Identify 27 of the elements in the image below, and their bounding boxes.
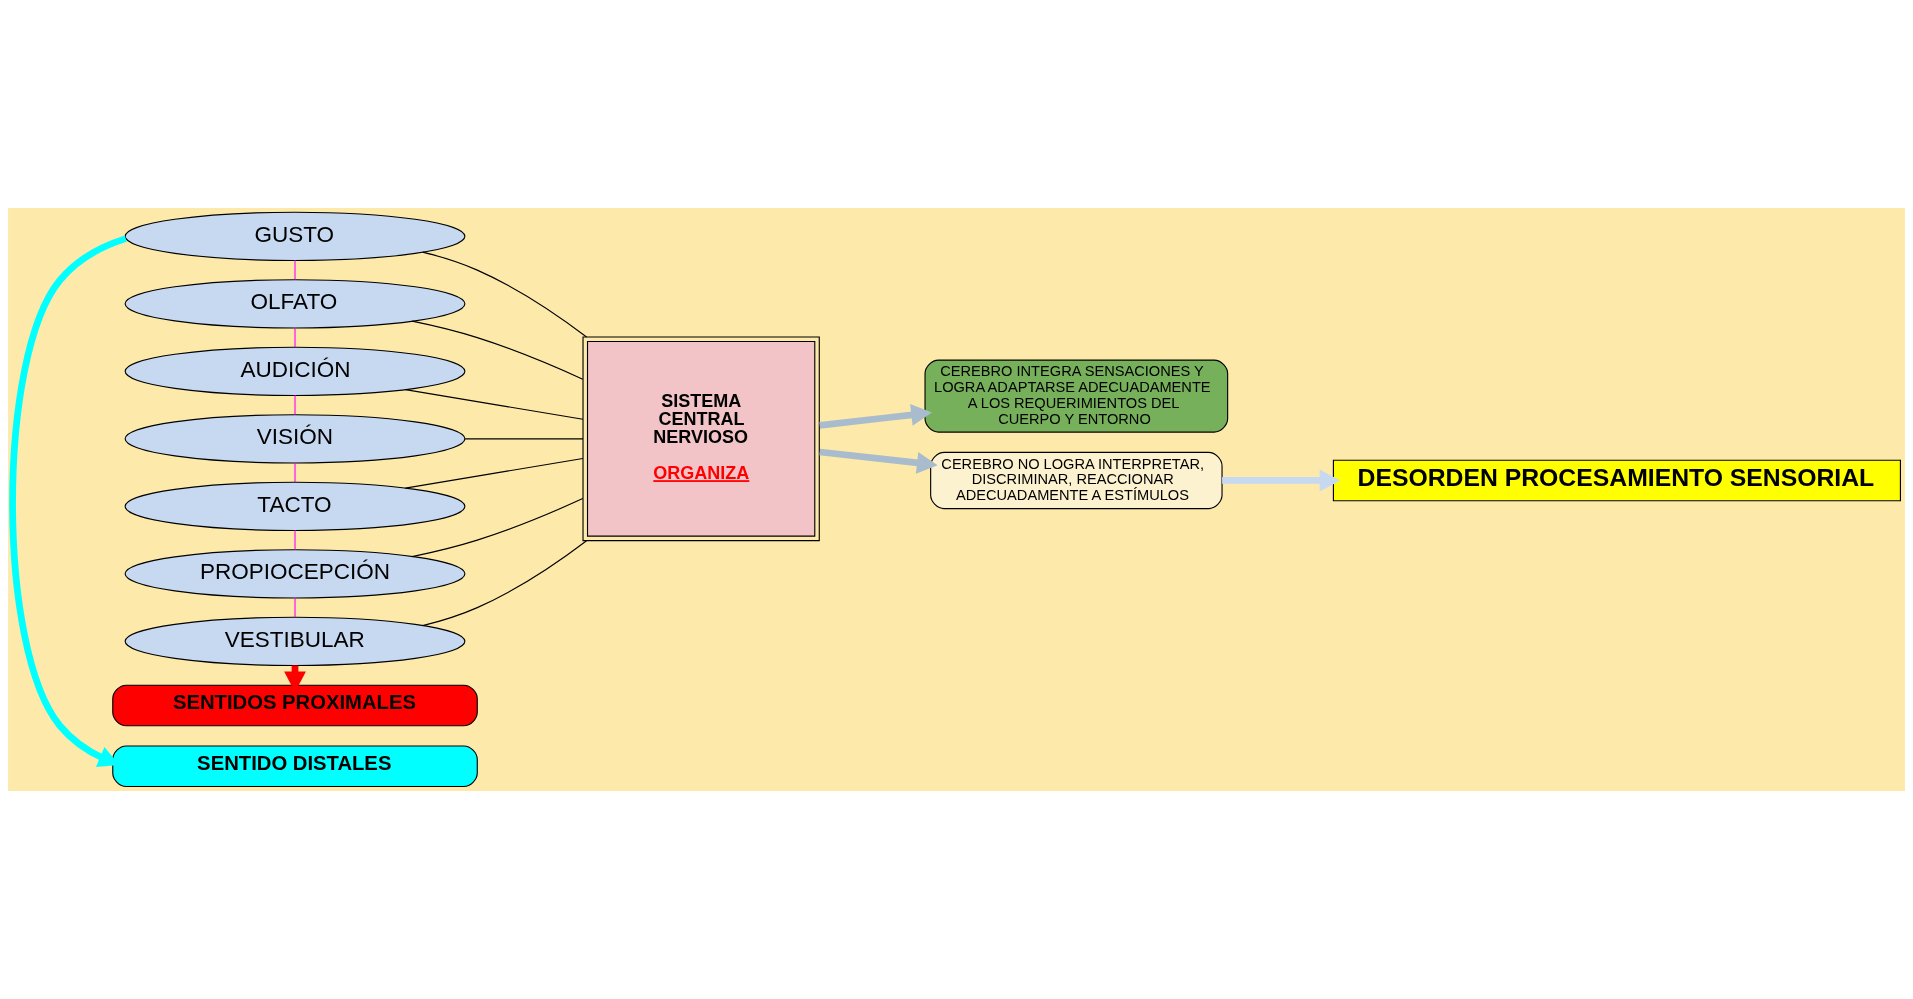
node-box: SISTEMA CENTRAL NERVIOSO ORGANIZA	[582, 336, 820, 542]
connector	[404, 389, 584, 420]
connector	[422, 251, 588, 338]
connector	[411, 320, 584, 380]
arrow	[9, 235, 127, 768]
connector	[294, 462, 296, 483]
node-ellipse: OLFATO	[124, 279, 466, 329]
connector	[404, 457, 584, 489]
connector	[411, 498, 584, 558]
node-box: SENTIDO DISTALES	[112, 745, 478, 788]
arrow	[819, 404, 932, 429]
node-box: DESORDEN PROCESAMIENTO SENSORIAL	[1332, 459, 1901, 502]
arrow	[819, 448, 938, 474]
node-box: CEREBRO INTEGRA SENSACIONES Y LOGRA ADAPTARSE ADECUADAMENTE A LOS REQUERIMIENTOS DEL CUERPO Y ENTORNO	[924, 359, 1229, 433]
node-ellipse: GUSTO	[124, 211, 466, 262]
connector	[464, 438, 584, 440]
node-box: CEREBRO NO LOGRA INTERPRETAR, DISCRIMINAR, REACCIONAR ADECUADAMENTE A ESTÍMULOS	[930, 451, 1223, 510]
node-box: SENTIDOS PROXIMALES	[112, 684, 478, 727]
connector	[294, 597, 296, 618]
node-ellipse: PROPIOCEPCIÓN	[124, 549, 466, 599]
arrow	[1222, 469, 1341, 492]
node-ellipse: VESTIBULAR	[124, 616, 466, 667]
node-ellipse: VISIÓN	[124, 414, 466, 464]
connector	[422, 540, 588, 627]
connector	[294, 327, 296, 348]
node-ellipse: TACTO	[124, 481, 466, 532]
node-ellipse: AUDICIÓN	[124, 346, 466, 397]
